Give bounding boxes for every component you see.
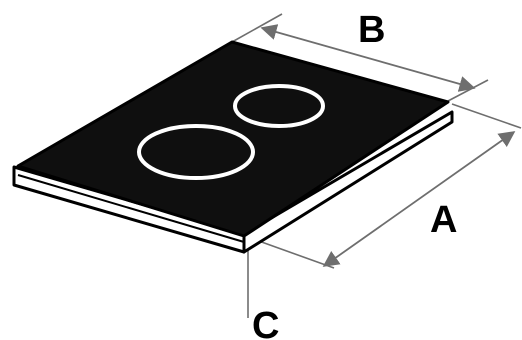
dimension-line-width [260,24,476,92]
cooking-zone-large [137,124,255,180]
extension-line-top-left [231,13,283,43]
dimension-label-depth: A [430,199,457,241]
extension-lines [231,13,522,318]
hob-side-edge [17,174,245,243]
dimension-line-depth [322,131,516,267]
dimension-lines [260,24,516,267]
extension-line-front [255,239,335,269]
extension-line-right [451,103,522,129]
hob-glass-surface [16,40,450,238]
hob [12,40,454,254]
dimension-label-width: B [358,9,385,51]
dimension-label-height: C [252,305,279,340]
